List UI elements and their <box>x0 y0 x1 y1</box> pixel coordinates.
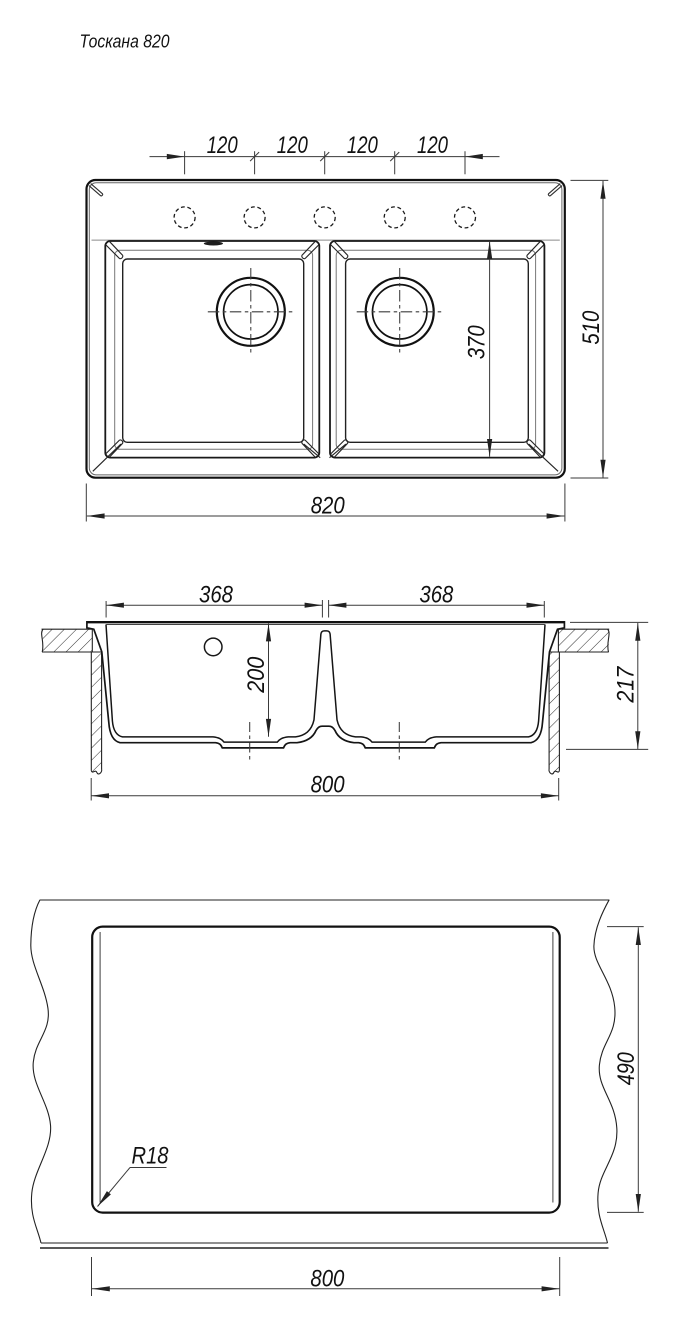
svg-text:510: 510 <box>578 310 605 345</box>
svg-text:217: 217 <box>613 666 640 704</box>
svg-text:120: 120 <box>417 132 449 159</box>
svg-text:120: 120 <box>207 132 239 159</box>
svg-text:R18: R18 <box>132 1142 170 1169</box>
svg-text:368: 368 <box>419 581 454 608</box>
svg-text:800: 800 <box>310 1265 345 1292</box>
svg-text:200: 200 <box>243 656 270 694</box>
svg-text:Тоскана 820: Тоскана 820 <box>80 31 171 52</box>
svg-text:800: 800 <box>311 771 346 798</box>
svg-text:820: 820 <box>311 492 346 519</box>
svg-text:490: 490 <box>613 1052 640 1086</box>
svg-text:368: 368 <box>199 582 234 609</box>
svg-text:120: 120 <box>277 132 309 159</box>
svg-text:370: 370 <box>464 325 491 360</box>
svg-text:120: 120 <box>347 132 379 159</box>
